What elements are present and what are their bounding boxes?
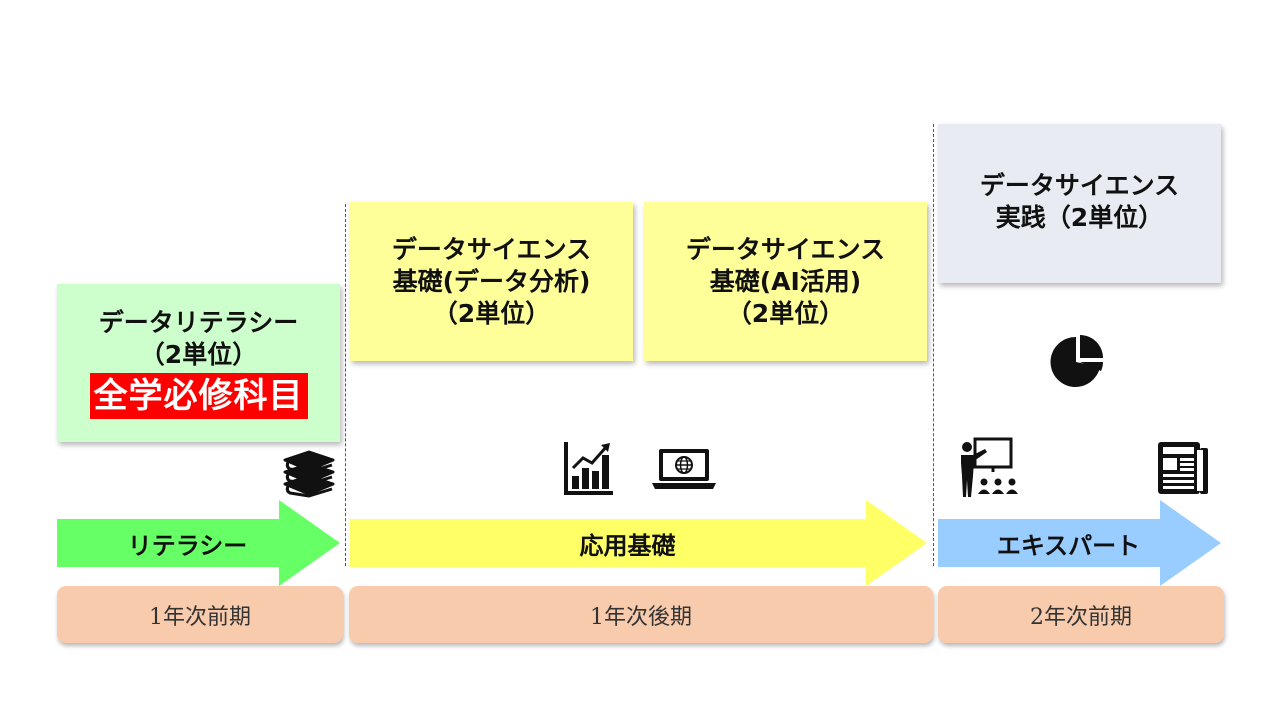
arrow-shape: [938, 500, 1221, 586]
course-title: データサイエンス: [979, 171, 1180, 200]
course-card-ds-practice: データサイエンス 実践（2単位）: [938, 124, 1221, 283]
period-second-year-first-half: 2年次前期: [938, 586, 1224, 643]
arrow-shape: [57, 500, 340, 586]
period-first-year-second-half: 1年次後期: [349, 586, 933, 643]
course-credits: （2単位）: [432, 298, 551, 328]
course-title: データサイエンス: [685, 234, 886, 264]
stage-arrow-expert: エキスパート: [938, 500, 1221, 586]
course-subtitle: 基礎(データ分析): [392, 266, 591, 296]
required-badge: 全学必修科目: [89, 373, 308, 419]
arrow-shape: [350, 500, 927, 586]
course-card-ds-basic-analysis: データサイエンス 基礎(データ分析) （2単位）: [350, 202, 633, 361]
course-card-ds-basic-ai: データサイエンス 基礎(AI活用) （2単位）: [644, 202, 927, 361]
course-card-data-literacy: データリテラシー （2単位） 全学必修科目: [57, 284, 340, 442]
course-credits: 実践（2単位）: [995, 203, 1164, 232]
course-credits: （2単位）: [139, 340, 258, 369]
stage-arrow-applied: 応用基礎: [350, 500, 927, 586]
stage-label: リテラシー: [127, 531, 248, 560]
stage-divider: [345, 204, 346, 566]
stage-divider: [933, 124, 934, 566]
bar-chart-icon: [564, 442, 613, 495]
stage-arrow-literacy: リテラシー: [57, 500, 340, 586]
newspaper-icon: [1158, 442, 1208, 494]
presenter-icon: [961, 437, 1018, 497]
stage-label: エキスパート: [996, 531, 1141, 560]
books-icon: [283, 450, 335, 498]
course-subtitle: 基礎(AI活用): [709, 266, 862, 296]
course-credits: （2単位）: [726, 298, 845, 328]
course-title: データサイエンス: [391, 234, 592, 264]
laptop-globe-icon: [652, 449, 716, 489]
course-title: データリテラシー: [98, 308, 299, 337]
stage-label: 応用基礎: [579, 531, 676, 560]
pie-chart-icon: [1050, 335, 1103, 387]
period-first-year-first-half: 1年次前期: [57, 586, 343, 643]
